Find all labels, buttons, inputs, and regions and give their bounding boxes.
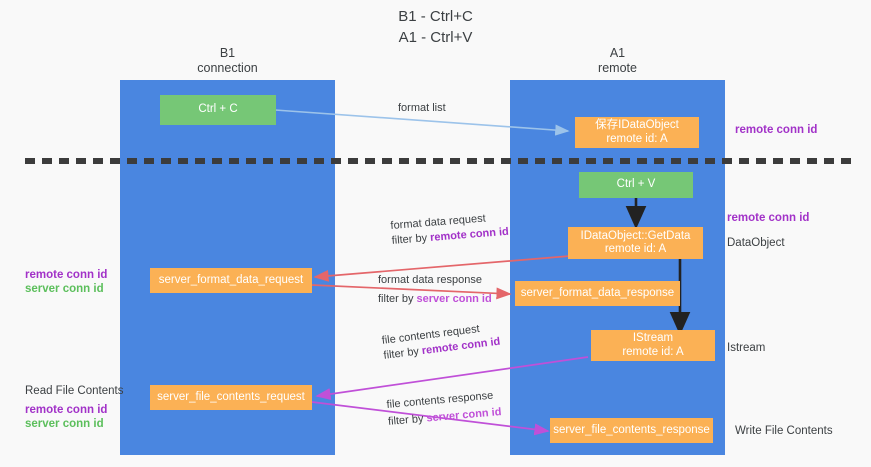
node-ctrl-v-label: Ctrl + V xyxy=(616,178,656,191)
right-label-remote-conn-id-mid: remote conn id xyxy=(727,212,810,224)
edge-label-format-data-request: format data request filter by remote con… xyxy=(390,210,509,249)
node-server-format-data-response-label: server_format_data_response xyxy=(520,286,675,299)
node-save-idataobject[interactable]: 保存IDataObject remote id: A xyxy=(575,117,699,148)
edge-label-format-list-text: format list xyxy=(398,102,446,114)
node-server-file-contents-request[interactable]: server_file_contents_request xyxy=(150,385,312,410)
right-label-dataobject: DataObject xyxy=(727,237,785,249)
edge-label-format-data-response-filter-prefix: filter by xyxy=(378,293,417,305)
node-server-format-data-request[interactable]: server_format_data_request xyxy=(150,268,312,293)
edge-label-format-data-response-text: format data response xyxy=(378,274,482,286)
right-label-remote-conn-id-top: remote conn id xyxy=(735,124,818,136)
node-server-format-data-request-label: server_format_data_request xyxy=(158,273,304,286)
edge-label-file-contents-response-filter-prefix: filter by xyxy=(387,412,427,428)
right-label-istream: Istream xyxy=(727,342,766,354)
edge-label-file-contents-response: file contents response filter by server … xyxy=(386,388,502,430)
edge-label-format-data-response: format data response filter by server co… xyxy=(378,273,492,307)
edge-label-file-contents-response-filter-key: server conn id xyxy=(425,406,502,425)
left-label-read-file-contents: Read File Contents xyxy=(25,385,124,397)
node-save-idataobject-sub: remote id: A xyxy=(606,132,668,145)
left-label-remote-conn-id-2: remote conn id xyxy=(25,404,108,416)
edge-label-format-data-response-filter: filter by server conn id xyxy=(378,292,492,307)
node-idataobject-getdata-title: IDataObject::GetData xyxy=(580,229,691,242)
edge-label-format-data-request-filter-prefix: filter by xyxy=(391,231,431,247)
node-ctrl-c-label: Ctrl + C xyxy=(198,103,238,116)
node-istream-title: IStream xyxy=(632,332,674,344)
title-line-1: B1 - Ctrl+C xyxy=(398,8,473,25)
column-caption-a1: A1 remote xyxy=(510,46,725,76)
node-server-file-contents-response[interactable]: server_file_contents_response xyxy=(550,418,713,443)
left-label-server-conn-id-1: server conn id xyxy=(25,283,104,295)
left-label-server-conn-id-2: server conn id xyxy=(25,418,104,430)
section-divider xyxy=(25,158,853,164)
left-label-remote-conn-id-1: remote conn id xyxy=(25,269,108,281)
column-caption-a1-name: A1 xyxy=(609,46,626,60)
page-title: B1 - Ctrl+C A1 - Ctrl+V xyxy=(0,6,871,48)
node-istream[interactable]: IStream remote id: A xyxy=(591,330,715,361)
title-line-2: A1 - Ctrl+V xyxy=(398,29,473,46)
node-server-format-data-response[interactable]: server_format_data_response xyxy=(515,281,680,306)
node-istream-sub: remote id: A xyxy=(622,345,684,358)
node-idataobject-getdata-sub: remote id: A xyxy=(604,243,667,255)
node-server-file-contents-response-label: server_file_contents_response xyxy=(553,423,710,436)
edge-label-file-contents-request-filter-prefix: filter by xyxy=(382,345,423,362)
column-caption-b1: B1 connection xyxy=(120,46,335,76)
column-caption-b1-role: connection xyxy=(197,61,258,75)
node-ctrl-v[interactable]: Ctrl + V xyxy=(579,172,693,198)
edge-label-file-contents-request: file contents request filter by remote c… xyxy=(381,320,501,364)
node-server-file-contents-request-label: server_file_contents_request xyxy=(157,390,305,403)
column-caption-b1-name: B1 xyxy=(219,46,236,60)
node-save-idataobject-title: 保存IDataObject xyxy=(595,119,679,131)
column-caption-a1-role: remote xyxy=(598,61,637,75)
edge-label-format-data-response-filter-key: server conn id xyxy=(416,293,492,305)
node-ctrl-c[interactable]: Ctrl + C xyxy=(160,95,276,125)
node-idataobject-getdata[interactable]: IDataObject::GetData remote id: A xyxy=(568,227,703,259)
edge-label-format-list: format list xyxy=(398,101,446,116)
right-label-write-file-contents: Write File Contents xyxy=(735,425,833,437)
